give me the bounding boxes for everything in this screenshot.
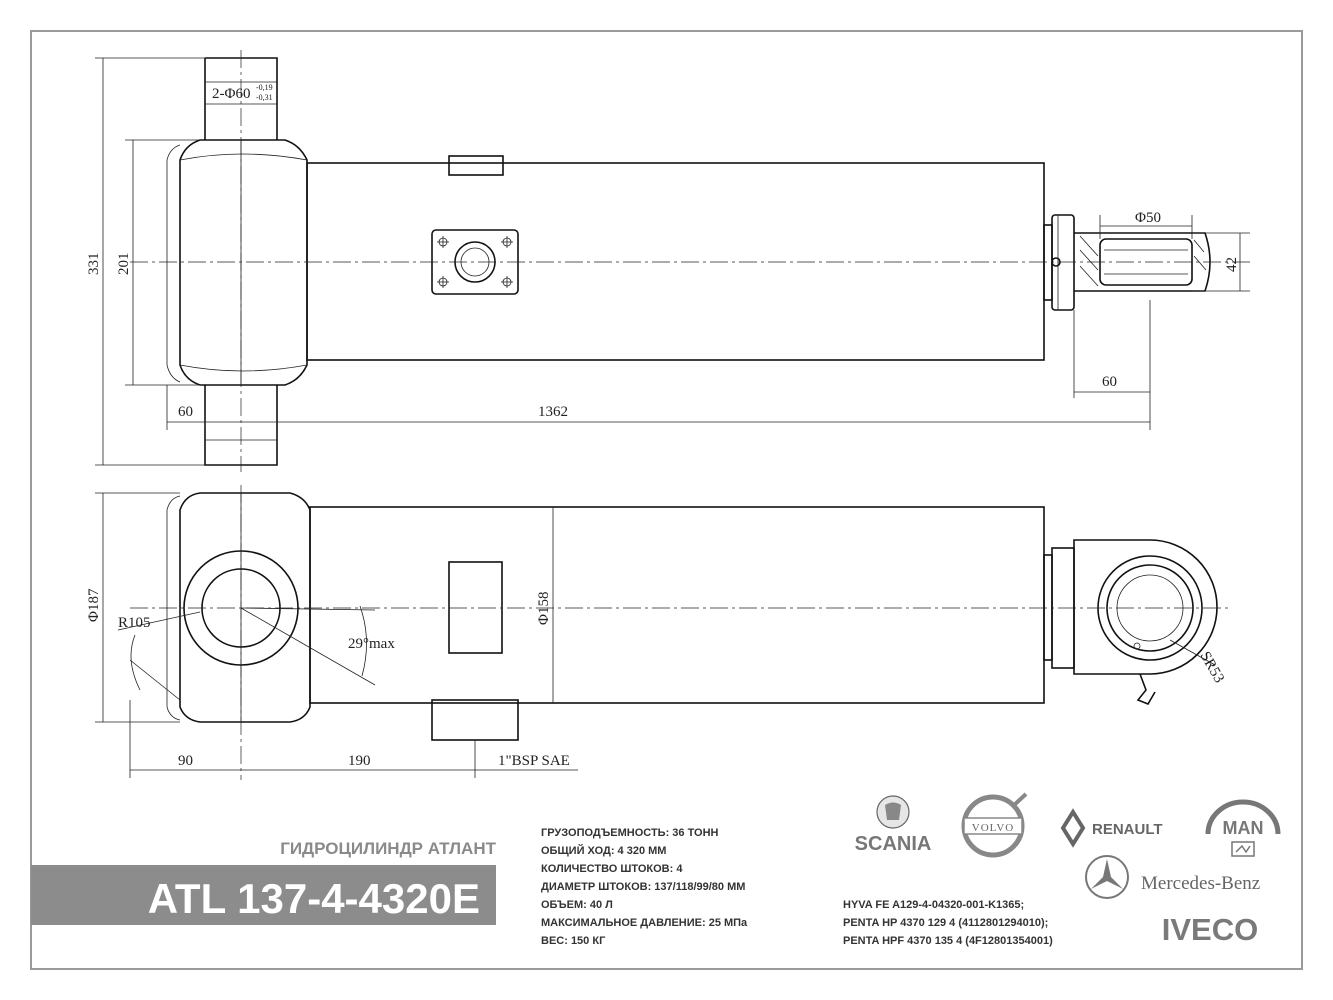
- model-number: ATL 137-4-4320E: [148, 875, 480, 922]
- scania-logo: SCANIA: [855, 795, 932, 855]
- spec-line: ОБЩИЙ ХОД: 4 320 ММ: [541, 844, 666, 857]
- spec-line: МАКСИМАЛЬНОЕ ДАВЛЕНИЕ: 25 МПа: [541, 917, 748, 929]
- dim-height-201: 201: [116, 253, 132, 276]
- dim-length-1362: 1362: [538, 404, 568, 420]
- renault-logo: RENAULT: [1060, 808, 1163, 848]
- sheet-frame: [30, 30, 1303, 970]
- dim-phi158: Φ158: [536, 592, 552, 625]
- dim-port: 1"BSP SAE: [498, 753, 570, 769]
- svg-text:Mercedes-Benz: Mercedes-Benz: [1141, 873, 1260, 894]
- dim-left-60: 60: [178, 404, 193, 420]
- dim-eye-42: 42: [1224, 257, 1240, 272]
- dim-phi187: Φ187: [86, 588, 102, 622]
- dim-r105: R105: [118, 615, 151, 631]
- spec-line: КОЛИЧЕСТВО ШТОКОВ: 4: [541, 863, 683, 875]
- cross-ref-list: HYVA FE A129-4-04320-001-K1365; PENTA HP…: [843, 899, 1053, 947]
- svg-text:VOLVO: VOLVO: [972, 822, 1015, 834]
- dim-eye-phi50: Φ50: [1135, 210, 1161, 226]
- title-band: [31, 865, 496, 925]
- dim-sr53: SR53: [1197, 649, 1228, 686]
- dim-190: 190: [348, 753, 371, 769]
- cross-ref-line: HYVA FE A129-4-04320-001-K1365;: [843, 899, 1024, 911]
- volvo-logo: VOLVO: [961, 792, 1028, 858]
- dim-trunnion: 2-Φ60: [212, 86, 250, 102]
- spec-line: ДИАМЕТР ШТОКОВ: 137/118/99/80 ММ: [541, 881, 745, 893]
- man-logo: MAN: [1205, 799, 1281, 857]
- dim-trunnion-tol-upper: -0,19: [256, 83, 273, 92]
- dim-90: 90: [178, 753, 193, 769]
- spec-line: ОБЪЕМ: 40 Л: [541, 899, 613, 911]
- svg-text:SCANIA: SCANIA: [855, 833, 932, 855]
- mercedes-logo: Mercedes-Benz: [1085, 855, 1260, 899]
- dim-angle: 29°max: [348, 636, 395, 652]
- top-view: 2-Φ60 -0,19 -0,31 331 201 60 1362 60 Φ50…: [86, 50, 1250, 472]
- cross-ref-line: PENTA HPF 4370 135 4 (4F12801354001): [843, 935, 1053, 947]
- svg-text:MAN: MAN: [1223, 818, 1264, 838]
- spec-line: ВЕС: 150 КГ: [541, 935, 606, 947]
- dim-height-331: 331: [86, 253, 102, 276]
- side-view: Φ187 R105 29°max Φ158 SR53 90 190 1"BSP …: [86, 485, 1230, 780]
- iveco-logo: IVECO: [1162, 912, 1258, 947]
- dim-eye-60: 60: [1102, 374, 1117, 390]
- svg-text:RENAULT: RENAULT: [1092, 821, 1163, 838]
- svg-text:IVECO: IVECO: [1162, 912, 1258, 947]
- product-name: ГИДРОЦИЛИНДР АТЛАНТ: [280, 839, 496, 858]
- dim-trunnion-tol-lower: -0,31: [256, 93, 273, 102]
- cross-ref-line: PENTA HP 4370 129 4 (4112801294010);: [843, 917, 1048, 929]
- spec-line: ГРУЗОПОДЪЕМНОСТЬ: 36 ТОНН: [541, 827, 719, 839]
- spec-list: ГРУЗОПОДЪЕМНОСТЬ: 36 ТОНН ОБЩИЙ ХОД: 4 3…: [541, 827, 748, 947]
